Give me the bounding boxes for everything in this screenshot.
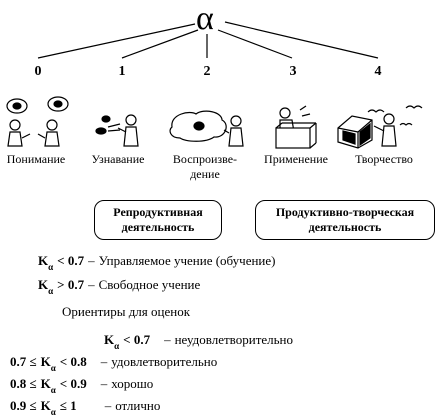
grade-text: хорошо (111, 376, 154, 391)
grade-lower-bound: 0.8 ≤ (10, 376, 37, 391)
condition-dash: – (88, 253, 95, 268)
grade-row-3: 0.9 ≤ Kα ≤ 1 – отлично (10, 397, 430, 417)
grade-dash: – (100, 376, 108, 391)
grade-k: K (104, 332, 115, 347)
understanding-pictogram (6, 96, 69, 147)
branch-line-3 (217, 29, 293, 59)
productive-creative-activity-box: Продуктивно-творческая деятельность (255, 200, 435, 240)
branch-line-1 (121, 29, 199, 59)
grade-lower-bound: 0.7 ≤ (10, 354, 37, 369)
alpha-symbol: α (196, 0, 214, 37)
condition-alpha-subscript: α (48, 262, 54, 272)
reproductive-activity-box: Репродуктивная деятельность (94, 200, 222, 240)
grades-heading: Ориентиры для оценок (62, 304, 191, 319)
grade-text: отлично (115, 398, 161, 413)
level-0-label: 0 (34, 64, 42, 79)
grade-operator: ≤ 1 (59, 398, 77, 413)
grade-operator: < 0.8 (59, 354, 87, 369)
grade-alpha-subscript: α (50, 385, 56, 395)
branch-line-0 (37, 23, 196, 59)
condition-k: K (38, 253, 49, 268)
grade-text: неудовлетворительно (174, 332, 294, 347)
condition-text: Управляемое учение (обучение) (98, 253, 276, 268)
grade-alpha-subscript: α (50, 363, 56, 373)
grade-k: K (40, 354, 51, 369)
productive-box-line1: Продуктивно-творческая (275, 205, 415, 219)
reproductive-box-line1: Репродуктивная (113, 205, 203, 219)
condition-operator: > 0.7 (57, 277, 85, 292)
activity-application: Применение (264, 152, 328, 166)
level-2-label: 2 (203, 64, 211, 79)
creativity-pictogram (337, 105, 423, 149)
condition-text: Свободное учение (98, 277, 201, 292)
activity-creativity: Творчество (355, 152, 413, 166)
activity-reproduction-line2: дение (190, 167, 220, 181)
grade-row-0: Kα < 0.7 – неудовлетворительно (10, 331, 430, 351)
reproductive-box-line2: деятельность (121, 220, 195, 234)
activity-recognition: Узнавание (91, 152, 145, 166)
branch-line-4 (224, 21, 379, 59)
grade-operator: < 0.9 (59, 376, 87, 391)
level-3-label: 3 (289, 64, 297, 79)
recognition-pictogram (95, 114, 139, 147)
condition-row-1: Kα > 0.7 – Свободное учение (38, 276, 201, 296)
condition-alpha-subscript: α (48, 286, 54, 296)
grade-dash: – (100, 354, 108, 369)
grade-operator: < 0.7 (123, 332, 151, 347)
grade-row-2: 0.8 ≤ Kα < 0.9 – хорошо (10, 375, 430, 395)
level-4-label: 4 (374, 64, 382, 79)
grade-lower-bound: 0.9 ≤ (10, 398, 37, 413)
activity-understanding: Понимание (6, 152, 66, 166)
application-pictogram (275, 105, 317, 149)
productive-box-line2: деятельность (308, 220, 382, 234)
condition-operator: < 0.7 (57, 253, 85, 268)
grade-alpha-subscript: α (50, 407, 56, 417)
activity-reproduction: Воспроизве- дение (163, 152, 247, 182)
condition-row-0: Kα < 0.7 – Управляемое учение (обучение) (38, 252, 276, 272)
condition-k: K (38, 277, 49, 292)
grade-dash: – (164, 332, 171, 347)
grade-row-1: 0.7 ≤ Kα < 0.8 – удовлетворительно (10, 353, 430, 373)
grade-alpha-subscript: α (114, 341, 120, 351)
grade-k: K (40, 376, 51, 391)
level-1-label: 1 (118, 64, 126, 79)
grade-k: K (40, 398, 51, 413)
reproduction-pictogram (169, 110, 244, 147)
activity-reproduction-line1: Воспроизве- (172, 152, 238, 166)
grade-dash: – (104, 398, 112, 413)
condition-dash: – (88, 277, 95, 292)
grade-text: удовлетворительно (111, 354, 218, 369)
